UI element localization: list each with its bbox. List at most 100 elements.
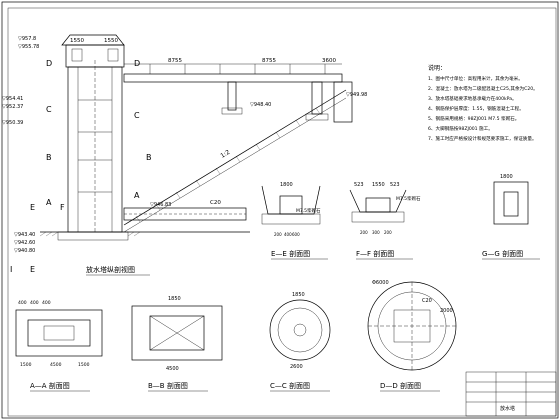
section-ee: 1800 M7.5浆砌石 200 400 600 E—E 剖面图 bbox=[261, 182, 328, 260]
ff-culvert bbox=[365, 197, 391, 213]
main-caption: 放水塔纵剖视图 bbox=[86, 265, 135, 274]
dam-slope bbox=[123, 89, 347, 226]
dd-title: D—D 剖面图 bbox=[380, 381, 421, 390]
elev-9: ▽943.40 bbox=[14, 232, 35, 238]
mark-b2: B bbox=[146, 153, 152, 162]
section-gg: 1800 G—G 剖面图 bbox=[482, 174, 540, 260]
cc-title: C—C 剖面图 bbox=[270, 381, 310, 390]
cc-outer-ring bbox=[269, 299, 331, 361]
ee-label: M7.5浆砌石 bbox=[296, 207, 321, 214]
abutment bbox=[333, 81, 353, 123]
elev-11: ▽940.80 bbox=[14, 248, 35, 254]
aa-dim-6: 1500 bbox=[78, 362, 90, 368]
bridge-pier-1 bbox=[227, 81, 237, 111]
dim-top-4: 1550 bbox=[70, 38, 84, 44]
section-ff: 523 1550 523 M7.5浆砌石 200 300 200 F—F 剖面图 bbox=[349, 182, 421, 260]
elev-3: ▽954.41 bbox=[2, 96, 23, 102]
ee-dim-2: 200 bbox=[274, 232, 282, 237]
dd-dim-2: C20 bbox=[422, 298, 432, 304]
gg-opening bbox=[503, 191, 519, 217]
ff-title: F—F 剖面图 bbox=[356, 249, 394, 258]
ee-dim-3: 400 bbox=[284, 232, 292, 237]
mark-c: C bbox=[46, 105, 52, 114]
ff-label: M7.5浆砌石 bbox=[396, 195, 421, 202]
elev-8: ▽946.83 bbox=[150, 202, 171, 208]
mark-d: D bbox=[46, 59, 52, 68]
gg-outline bbox=[493, 181, 529, 225]
section-aa: 400 400 400 1500 4500 1500 A—A 剖面图 bbox=[15, 300, 103, 392]
note-1: 1、图中尺寸单位：高程用米计，其余为毫米。 bbox=[428, 75, 523, 82]
dim-top-1: 8755 bbox=[168, 58, 182, 64]
ff-dim-6: 200 bbox=[384, 230, 392, 235]
foundation-slab bbox=[57, 231, 129, 241]
section-cc: 1850 2600 C—C 剖面图 bbox=[269, 292, 331, 392]
mark-e2: E bbox=[30, 265, 35, 274]
dim-top-3: 3600 bbox=[322, 58, 336, 64]
elev-4: ▽952.37 bbox=[2, 104, 23, 110]
ee-dim-4: 600 bbox=[292, 232, 300, 237]
notes-block: 说明： 1、图中尺寸单位：高程用米计，其余为毫米。 2、混凝土：放水塔为二级配混… bbox=[428, 64, 538, 142]
note-5: 5、钢筋采用规格：98ZJ001 M7.5 浆砌石。 bbox=[428, 115, 519, 122]
ff-dim-1: 523 bbox=[354, 182, 364, 188]
aa-pipe bbox=[43, 325, 75, 341]
access-bridge bbox=[123, 73, 343, 83]
title-block-frame bbox=[465, 371, 557, 417]
aa-dim-1: 400 bbox=[18, 300, 27, 306]
window-left bbox=[71, 48, 83, 62]
elev-7: ▽948.40 bbox=[250, 102, 271, 108]
title-block-label: 放水塔 bbox=[500, 405, 515, 412]
dd-dim-3: 2000 bbox=[440, 308, 453, 314]
note-7: 7、施工时应严格按设计和规范要求施工，保证质量。 bbox=[428, 135, 537, 142]
conc-label: C20 bbox=[210, 200, 221, 206]
elev-6: ▽949.98 bbox=[346, 92, 367, 98]
title-block: 放水塔 bbox=[465, 371, 557, 417]
mark-i: I bbox=[10, 265, 12, 274]
aa-outline bbox=[15, 309, 103, 357]
elev-1: ▽957.8 bbox=[18, 36, 36, 42]
dim-top-5: 1550 bbox=[104, 38, 118, 44]
ff-dim-3: 523 bbox=[390, 182, 400, 188]
bb-title: B—B 剖面图 bbox=[148, 381, 188, 390]
note-2: 2、混凝土：放水塔为二级配混凝土C25,其余为C20。 bbox=[428, 85, 538, 92]
ee-dim-1: 1800 bbox=[280, 182, 293, 188]
mark-b: B bbox=[46, 153, 52, 162]
mark-e: E bbox=[30, 203, 35, 212]
bb-dim-1: 1850 bbox=[168, 296, 181, 302]
cc-dim-1: 1850 bbox=[292, 292, 305, 298]
dim-top-2: 8755 bbox=[262, 58, 276, 64]
note-4: 4、钢筋保护层厚度：1.55，钢筋混凝土工程。 bbox=[428, 105, 524, 112]
cc-dim-2: 2600 bbox=[290, 364, 303, 370]
aa-title: A—A 剖面图 bbox=[30, 381, 70, 390]
main-section: D D C C B B A A E F E I ▽957.8 ▽955.78 ▽… bbox=[2, 34, 367, 276]
notes-title: 说明： bbox=[428, 64, 446, 72]
slope-grade: 1:2 bbox=[219, 149, 231, 160]
bb-outline bbox=[131, 305, 223, 361]
note-3: 3、放水塔基础要求地基承载力在400kPa。 bbox=[428, 95, 517, 102]
elev-2: ▽955.78 bbox=[18, 44, 39, 50]
gg-dim: 1800 bbox=[500, 174, 513, 180]
inner-border bbox=[7, 7, 557, 417]
mark-a: A bbox=[46, 198, 52, 207]
bb-dim-2: 4500 bbox=[166, 366, 179, 372]
gg-title: G—G 剖面图 bbox=[482, 249, 523, 258]
mark-f: F bbox=[60, 203, 65, 212]
mark-a2: A bbox=[134, 191, 140, 200]
aa-dim-4: 1500 bbox=[20, 362, 32, 368]
ff-dim-4: 200 bbox=[360, 230, 368, 235]
window-right bbox=[107, 48, 119, 62]
bb-inner bbox=[149, 315, 205, 351]
dd-dim-1: Φ6000 bbox=[372, 280, 389, 286]
aa-inner bbox=[27, 319, 91, 347]
aa-dim-3: 400 bbox=[42, 300, 51, 306]
ff-dim-2: 1550 bbox=[372, 182, 385, 188]
aa-dim-5: 4500 bbox=[50, 362, 62, 368]
note-6: 6、大脚钢筋按98ZJ001 施工。 bbox=[428, 125, 493, 132]
elev-5: ▽950.39 bbox=[2, 120, 23, 126]
elev-10: ▽942.60 bbox=[14, 240, 35, 246]
bridge-pier-2 bbox=[311, 81, 323, 115]
section-dd: Φ6000 C20 2000 D—D 剖面图 bbox=[367, 280, 457, 392]
aa-dim-2: 400 bbox=[30, 300, 39, 306]
mark-c2: C bbox=[134, 111, 140, 120]
